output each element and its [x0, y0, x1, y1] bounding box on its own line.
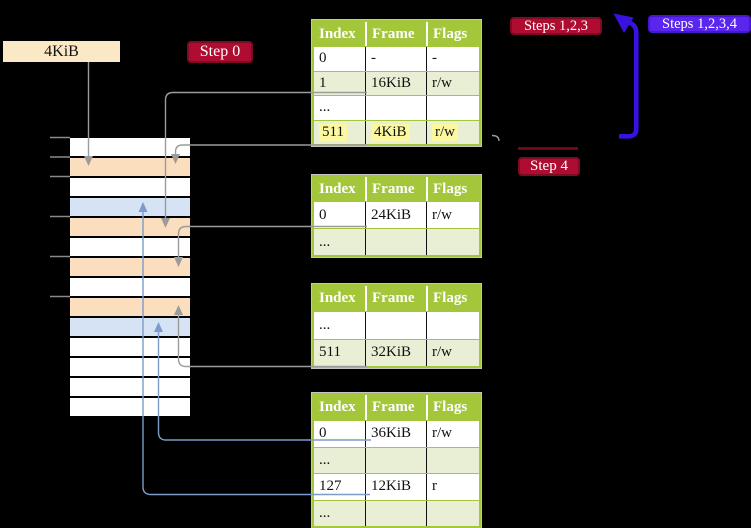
cell-frame: 4KiB [365, 120, 426, 144]
cell-index: 0 [319, 425, 327, 442]
column-header-frame: Frame [365, 286, 426, 311]
cell-frame: - [365, 47, 426, 71]
table-row: 0 24KiB r/w [314, 201, 479, 228]
frame-size-label: 4KiB [3, 41, 120, 62]
memory-frame-row [70, 198, 190, 216]
memory-frame-row [70, 178, 190, 196]
cell-frame: 16KiB [365, 71, 426, 95]
table-header-row: Index Frame Flags [314, 22, 479, 46]
memory-frame-row [70, 238, 190, 256]
table-header-row: Index Frame Flags [314, 395, 479, 420]
table-row: 127 12KiB r [314, 473, 479, 500]
column-header-flags: Flags [426, 395, 479, 420]
badge-steps-1-2-3-4: Steps 1,2,3,4 [648, 15, 751, 33]
memory-frame-row [70, 278, 190, 296]
table-row: ... [314, 228, 479, 255]
page-table-level2: Index Frame Flags ... 511 32KiB r/w [312, 284, 481, 368]
column-header-index: Index [319, 290, 356, 306]
cell-frame: 24KiB [365, 202, 426, 228]
column-header-flags: Flags [426, 22, 479, 46]
memory-frame-row [70, 338, 190, 356]
cell-index: ... [319, 504, 331, 521]
table-row: 0 - - [314, 46, 479, 71]
cell-index: 511 [314, 121, 365, 145]
memory-frame-row [70, 138, 190, 156]
column-header-frame: Frame [365, 22, 426, 46]
cell-frame: 32KiB [365, 339, 426, 366]
cell-flags: r/w [426, 421, 479, 447]
column-header-flags: Flags [426, 286, 479, 311]
cell-frame: 36KiB [365, 421, 426, 447]
page-table-level1: Index Frame Flags 0 36KiB r/w ... 127 12… [312, 393, 481, 528]
cell-flags [426, 500, 479, 526]
badge-steps-1-2-3: Steps 1,2,3 [510, 17, 602, 35]
cell-frame [365, 229, 426, 255]
cell-flags: - [426, 47, 479, 71]
table-row: ... [314, 499, 479, 526]
table-row: 511 32KiB r/w [314, 338, 479, 366]
memory-frame-row [70, 258, 190, 276]
connector-stub [491, 134, 500, 142]
memory-frame-row [70, 298, 190, 316]
cell-flags [426, 447, 479, 473]
cell-frame [365, 500, 426, 526]
cell-flags [426, 312, 479, 339]
table-row: 1 16KiB r/w [314, 70, 479, 95]
column-header-index: Index [319, 25, 356, 42]
table-header-row: Index Frame Flags [314, 286, 479, 311]
cell-flags: r/w [426, 120, 479, 144]
table-header-row: Index Frame Flags [314, 177, 479, 201]
cell-flags: r/w [426, 71, 479, 95]
column-header-index: Index [319, 180, 356, 197]
memory-frame-row [70, 158, 190, 176]
cell-frame [365, 447, 426, 473]
page-table-level4: Index Frame Flags 0 - - 1 16KiB r/w ... … [312, 20, 481, 146]
memory-frame-row [70, 318, 190, 336]
memory-frame-row [70, 378, 190, 396]
cell-index: 0 [319, 50, 327, 67]
arrow-l4e511-recursive [174, 144, 367, 154]
table-row-recursive-entry: 511 4KiB r/w [314, 119, 479, 145]
highlight-index: 511 [319, 123, 347, 141]
table-row: ... [314, 311, 479, 339]
column-header-frame: Frame [365, 395, 426, 420]
memory-frame-row [70, 218, 190, 236]
cell-index: 127 [319, 478, 342, 495]
recursive-loop-arrow [613, 13, 639, 139]
table-row: 0 36KiB r/w [314, 420, 479, 447]
column-header-flags: Flags [426, 177, 479, 201]
badge-step-4: Step 4 [518, 157, 580, 176]
cell-index: ... [319, 451, 331, 468]
cell-flags: r/w [426, 202, 479, 228]
cell-flags [426, 96, 479, 120]
address-tick-marks [50, 136, 70, 298]
cell-frame [365, 96, 426, 120]
cell-flags: r [426, 474, 479, 500]
cell-index: 0 [319, 206, 327, 223]
table-row: ... [314, 446, 479, 473]
highlight-flags: r/w [432, 123, 458, 141]
cell-index: ... [319, 316, 331, 333]
cell-index: 1 [319, 74, 327, 91]
physical-memory-stack [70, 138, 190, 418]
page-table-level3: Index Frame Flags 0 24KiB r/w ... [312, 175, 481, 257]
memory-frame-row [70, 398, 190, 416]
memory-frame-row [70, 358, 190, 376]
cell-flags [426, 229, 479, 255]
highlight-frame: 4KiB [371, 123, 410, 141]
column-header-frame: Frame [365, 177, 426, 201]
cell-frame: 12KiB [365, 474, 426, 500]
column-header-index: Index [319, 399, 356, 415]
cell-frame [365, 312, 426, 339]
table-row: ... [314, 95, 479, 120]
cell-index: 511 [319, 344, 341, 361]
cell-index: ... [319, 99, 331, 116]
badge-step-0: Step 0 [187, 41, 253, 63]
cell-index: ... [319, 233, 331, 250]
cell-flags: r/w [426, 339, 479, 366]
